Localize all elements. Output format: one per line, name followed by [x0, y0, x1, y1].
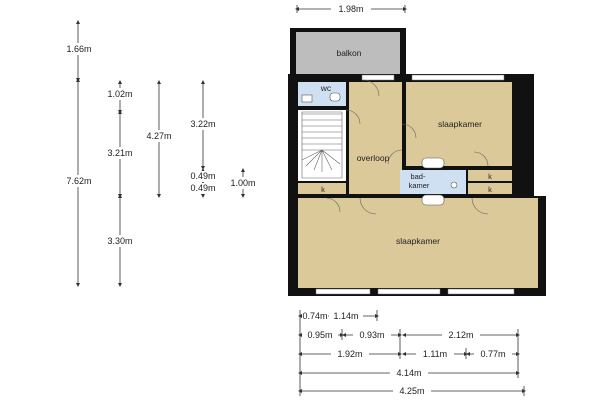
bottom-dimension-labels: 0.74m 1.14m 0.95m 0.93m 2.12m 1.92m 1.11… — [302, 310, 512, 397]
room-label-k1: k — [321, 185, 325, 194]
badkamer-line-2: kamer — [409, 181, 430, 190]
hdim-0-74: 0.74m — [302, 311, 327, 321]
slaapkamer-top-floor — [406, 82, 512, 166]
hdim-1-14: 1.14m — [333, 311, 358, 321]
hdim-4-14: 4.14m — [396, 368, 421, 378]
vdim-0-49-b: 0.49m — [190, 183, 215, 193]
top-dimension: 1.98m — [295, 3, 407, 15]
plan-body: balkon wc slaapkamer overloop bad- kamer… — [288, 28, 546, 296]
door-swings — [325, 79, 489, 215]
bath-sink-icon — [421, 157, 445, 169]
vdim-3-22: 3.22m — [190, 119, 215, 129]
vdim-1-66: 1.66m — [66, 44, 91, 54]
room-label-slaapkamer-top: slaapkamer — [438, 119, 482, 129]
room-label-wc: wc — [320, 83, 332, 93]
hdim-2-12: 2.12m — [448, 330, 473, 340]
stairs — [301, 111, 343, 179]
vdim-7-62: 7.62m — [66, 176, 91, 186]
room-label-k3: k — [488, 185, 492, 194]
sink-icon — [301, 94, 313, 103]
shower-icon — [421, 194, 445, 206]
vdim-1-02: 1.02m — [107, 89, 132, 99]
overloop-floor — [348, 82, 402, 194]
room-label-badkamer: bad- kamer — [409, 172, 430, 190]
balkon-floor — [296, 32, 400, 78]
top-dim-label: 1.98m — [338, 4, 363, 14]
room-label-overloop: overloop — [357, 153, 390, 163]
hdim-0-77: 0.77m — [480, 349, 505, 359]
hdim-1-92: 1.92m — [337, 349, 362, 359]
vdim-1-00: 1.00m — [230, 178, 255, 188]
vdim-3-30: 3.30m — [107, 236, 132, 246]
hdim-0-93: 0.93m — [359, 330, 384, 340]
toilet-icon — [329, 92, 341, 102]
vdim-4-27: 4.27m — [146, 131, 171, 141]
hdim-4-25: 4.25m — [399, 386, 424, 396]
room-label-balkon: balkon — [336, 48, 361, 58]
badkamer-line-1: bad- — [410, 172, 426, 181]
room-label-k2: k — [488, 172, 492, 181]
vdim-0-49-a: 0.49m — [190, 171, 215, 181]
room-label-slaapkamer-bottom: slaapkamer — [396, 236, 440, 246]
hdim-1-11: 1.11m — [423, 349, 447, 359]
vdim-3-21: 3.21m — [107, 148, 132, 158]
slaapkamer-bottom-floor — [298, 198, 538, 288]
vertical-dimension-labels: 1.66m 7.62m 1.02m 3.21m 3.30m 4.27m 3.22… — [60, 43, 262, 247]
hdim-0-95: 0.95m — [307, 330, 332, 340]
